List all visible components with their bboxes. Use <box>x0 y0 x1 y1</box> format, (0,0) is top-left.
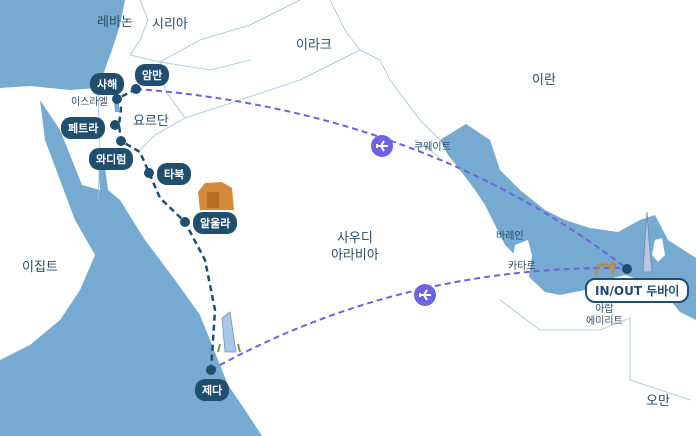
burj-khalifa-icon <box>642 211 653 273</box>
stop-dot-wadi-rum[interactable] <box>116 136 126 146</box>
stop-dot-jeddah[interactable] <box>206 365 216 375</box>
route-stops <box>110 84 632 375</box>
flight-route-jeddah-dubai <box>210 266 627 371</box>
borders <box>97 0 691 401</box>
stop-label-dead-sea[interactable]: 사해 <box>90 73 125 95</box>
stop-dot-petra[interactable] <box>110 120 120 130</box>
airplane-icon <box>371 135 393 157</box>
stop-label-amman[interactable]: 암만 <box>135 64 170 86</box>
uae-line1: 아랍 <box>595 304 614 315</box>
country-label-jordan: 요르단 <box>133 114 169 129</box>
stop-dot-dubai[interactable] <box>622 264 632 274</box>
saudi-line2: 아라비아 <box>331 248 379 263</box>
jeddah-tower-icon <box>217 311 241 353</box>
stop-dot-tabuk[interactable] <box>144 168 154 178</box>
country-label-israel: 이스라엘 <box>71 97 108 108</box>
flight-route-amman-dubai <box>135 88 627 269</box>
country-label-lebanon: 레바논 <box>97 15 133 30</box>
stop-dot-alula[interactable] <box>180 217 190 227</box>
country-label-kuwait: 쿠웨이트 <box>414 142 451 153</box>
stop-label-jeddah[interactable]: 제다 <box>195 379 230 401</box>
musandam <box>652 238 665 262</box>
mediterranean-sea <box>0 0 125 90</box>
stop-dot-amman[interactable] <box>131 84 141 94</box>
country-label-qatar: 카타르 <box>508 261 536 272</box>
land-route <box>115 87 217 371</box>
country-label-saudi-arabia: 사우디 아라비아 <box>331 230 379 264</box>
saudi-line1: 사우디 <box>336 231 373 246</box>
country-label-oman: 오만 <box>646 394 670 409</box>
stop-label-alula[interactable]: 알울라 <box>193 212 238 234</box>
country-label-iran: 이란 <box>532 73 556 88</box>
stop-label-petra[interactable]: 페트라 <box>61 117 106 139</box>
airplane-icon <box>414 284 436 306</box>
stop-label-dubai[interactable]: IN/OUT 두바이 <box>585 278 690 303</box>
stop-label-wadi-rum[interactable]: 와디럼 <box>89 148 134 170</box>
country-label-iraq: 이라크 <box>296 38 332 53</box>
camel-icon <box>595 261 617 276</box>
stop-dot-dead-sea[interactable] <box>112 94 122 104</box>
stop-label-tabuk[interactable]: 타북 <box>157 163 192 185</box>
alula-rock-icon <box>198 182 234 210</box>
country-label-bahrain: 바레인 <box>496 231 524 242</box>
uae-line2: 에미리트 <box>586 316 623 327</box>
dead-sea <box>114 102 119 112</box>
country-label-syria: 시리아 <box>152 17 188 32</box>
red-sea <box>0 100 262 436</box>
country-label-egypt: 이집트 <box>22 260 58 275</box>
country-label-uae: 아랍 에미리트 <box>586 304 623 328</box>
persian-gulf <box>440 124 696 320</box>
